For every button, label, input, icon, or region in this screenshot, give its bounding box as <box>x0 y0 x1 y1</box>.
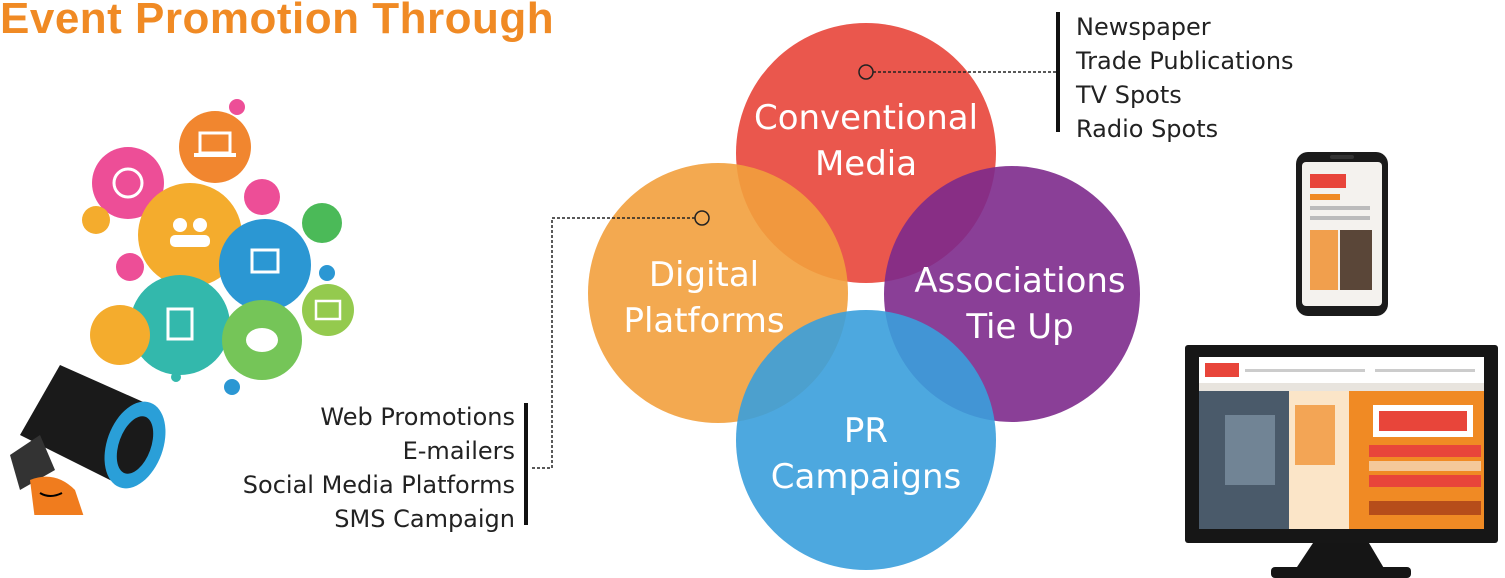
notes-bubble <box>130 275 230 375</box>
globe-bubble <box>92 147 164 219</box>
list-item: TV Spots <box>1076 81 1182 109</box>
bird-bubble <box>82 206 110 234</box>
monitor-mockup <box>1185 345 1498 578</box>
smartphone-mockup <box>1296 152 1388 316</box>
music-bubble <box>90 305 150 365</box>
circle-pr-campaigns <box>736 310 996 570</box>
list-item: Radio Spots <box>1076 115 1219 143</box>
conventional-media-list: Newspaper Trade Publications TV Spots Ra… <box>1076 10 1294 146</box>
list-item: Newspaper <box>1076 13 1211 41</box>
cart-bubble <box>302 203 342 243</box>
list-item: SMS Campaign <box>334 505 515 533</box>
list-item: Social Media Platforms <box>242 471 515 499</box>
conventional-list-bar <box>1056 12 1060 132</box>
list-item: Web Promotions <box>320 403 515 431</box>
touch-bubble <box>219 219 311 311</box>
share-bubble <box>116 253 144 281</box>
list-item: Trade Publications <box>1076 47 1294 75</box>
laptop-bubble <box>179 111 251 183</box>
digital-platforms-list: Web Promotions E-mailers Social Media Pl… <box>243 400 515 536</box>
list-item: E-mailers <box>402 437 515 465</box>
connector-digital <box>530 210 710 469</box>
digital-list-bar <box>524 403 528 525</box>
megaphone-social-illustration <box>10 99 354 515</box>
megaphone-icon <box>10 365 166 515</box>
connector-conventional <box>858 64 1056 80</box>
mail-bubble <box>302 284 354 336</box>
chat-bubble-small <box>244 179 280 215</box>
page-title: Event Promotion Through <box>0 0 555 43</box>
